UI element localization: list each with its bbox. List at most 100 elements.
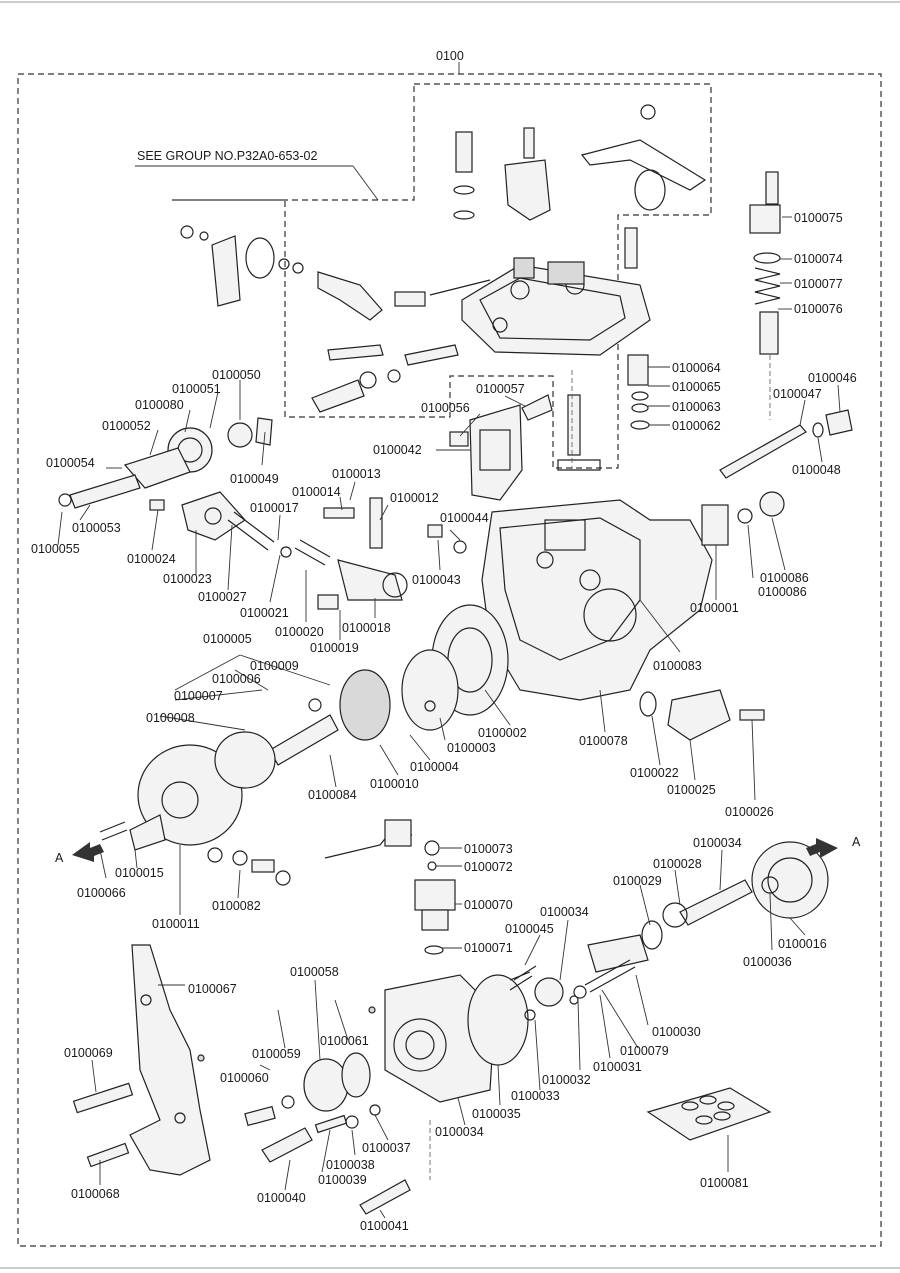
- part-callout: 0100081: [700, 1176, 749, 1190]
- part-callout: 0100006: [212, 672, 261, 686]
- part-callout: 0100051: [172, 382, 221, 396]
- part-callout: 0100005: [203, 632, 252, 646]
- part-callout: 0100039: [318, 1173, 367, 1187]
- part-callout: 0100042: [373, 443, 422, 457]
- left-direction-arrow: [72, 842, 104, 862]
- part-callout: 0100078: [579, 734, 628, 748]
- part-callout: 0100011: [152, 917, 200, 931]
- part-callout: 0100032: [542, 1073, 591, 1087]
- part-callout: 0100014: [292, 485, 341, 499]
- part-callout: 0100056: [421, 401, 470, 415]
- part-callout: 0100034: [435, 1125, 484, 1139]
- pump-housing: [481, 499, 713, 701]
- fuel-cut-solenoid: [324, 819, 456, 955]
- part-callout: 0100026: [725, 805, 774, 819]
- part-callout: 0100067: [188, 982, 237, 996]
- part-callout: 0100004: [410, 760, 459, 774]
- part-callout: 0100036: [743, 955, 792, 969]
- part-callout: 0100077: [794, 277, 843, 291]
- part-callout: 0100038: [326, 1158, 375, 1172]
- part-callout: 0100009: [250, 659, 299, 673]
- part-callout: 0100063: [672, 400, 721, 414]
- part-callout: 0100034: [693, 836, 742, 850]
- part-callout: 0100043: [412, 573, 461, 587]
- part-callout: 0100053: [72, 521, 121, 535]
- drive-cluster-left: [58, 417, 467, 610]
- part-callout: 0100003: [447, 741, 496, 755]
- part-callout: 0100045: [505, 922, 554, 936]
- part-callout: 0100008: [146, 711, 195, 725]
- lower-small-parts: [244, 1006, 411, 1215]
- end-cover: [639, 491, 785, 741]
- part-callout: 0100082: [212, 899, 261, 913]
- part-callout: 0100047: [773, 387, 822, 401]
- part-callout: 0100001: [690, 601, 739, 615]
- part-callout: 0100002: [478, 726, 527, 740]
- part-callout: 0100040: [257, 1191, 306, 1205]
- part-callout: 0100018: [342, 621, 391, 635]
- part-callout: 0100079: [620, 1044, 669, 1058]
- governor-cover: [461, 257, 651, 356]
- see-group-leader: [135, 165, 379, 201]
- part-callout: 0100071: [464, 941, 513, 955]
- part-callout: 0100044: [440, 511, 489, 525]
- control-lever-assy: [449, 394, 601, 501]
- part-callout: 0100012: [390, 491, 439, 505]
- part-callout: 0100080: [135, 398, 184, 412]
- part-callout: 0100017: [250, 501, 299, 515]
- part-callout: 0100076: [794, 302, 843, 316]
- bracket: [72, 944, 211, 1176]
- part-callout: 0100024: [127, 552, 176, 566]
- part-callout: 0100010: [370, 777, 419, 791]
- arrow-label-right: A: [852, 835, 861, 849]
- part-callout: 0100066: [77, 886, 126, 900]
- part-callout: 0100065: [672, 380, 721, 394]
- part-callout: 0100083: [653, 659, 702, 673]
- part-callout: 0100029: [613, 874, 662, 888]
- part-callout: 0100033: [511, 1089, 560, 1103]
- drive-shaft: [587, 841, 829, 973]
- part-callout: 0100031: [593, 1060, 642, 1074]
- part-callout: 0100050: [212, 368, 261, 382]
- part-callout: 0100013: [332, 467, 381, 481]
- part-callout: 0100007: [174, 689, 223, 703]
- part-callout: 0100073: [464, 842, 513, 856]
- part-callout: 0100035: [472, 1107, 521, 1121]
- part-callout: 0100049: [230, 472, 279, 486]
- part-callout: 0100059: [252, 1047, 301, 1061]
- part-callout: 0100028: [653, 857, 702, 871]
- part-callout: 0100041: [360, 1219, 409, 1233]
- part-callout: 0100062: [672, 419, 721, 433]
- part-callout: 0100075: [794, 211, 843, 225]
- leader-lines: [57, 216, 841, 1219]
- see-group-note: SEE GROUP NO.P32A0-653-02: [137, 149, 317, 163]
- part-callout: 0100054: [46, 456, 95, 470]
- arrow-label-left: A: [55, 851, 64, 865]
- part-callout: 0100061: [320, 1034, 369, 1048]
- part-callout: 0100072: [464, 860, 513, 874]
- group-label: 0100: [436, 49, 464, 63]
- part-callout: 0100034: [540, 905, 589, 919]
- part-callout: 0100070: [464, 898, 513, 912]
- part-callout: 0100068: [71, 1187, 120, 1201]
- part-callout: 0100048: [792, 463, 841, 477]
- right-direction-arrow: [806, 838, 838, 858]
- part-callout: 0100025: [667, 783, 716, 797]
- part-callout: 0100027: [198, 590, 247, 604]
- part-callout: 0100019: [310, 641, 359, 655]
- part-callout: 0100055: [31, 542, 80, 556]
- part-callout: 0100016: [778, 937, 827, 951]
- linkage-left: [180, 225, 491, 413]
- feed-pump-left: [99, 731, 291, 886]
- part-callout: 0100023: [163, 572, 212, 586]
- part-callout: 0100046: [808, 371, 857, 385]
- part-callout: 0100064: [672, 361, 721, 375]
- part-callout: 0100015: [115, 866, 164, 880]
- delivery-valve-stack: [627, 171, 853, 479]
- part-callout: 0100020: [275, 625, 324, 639]
- part-callout: 0100086: [758, 585, 807, 599]
- gasket-kit: [646, 1087, 772, 1141]
- distributor-head: [384, 959, 636, 1103]
- part-callout: 0100022: [630, 766, 679, 780]
